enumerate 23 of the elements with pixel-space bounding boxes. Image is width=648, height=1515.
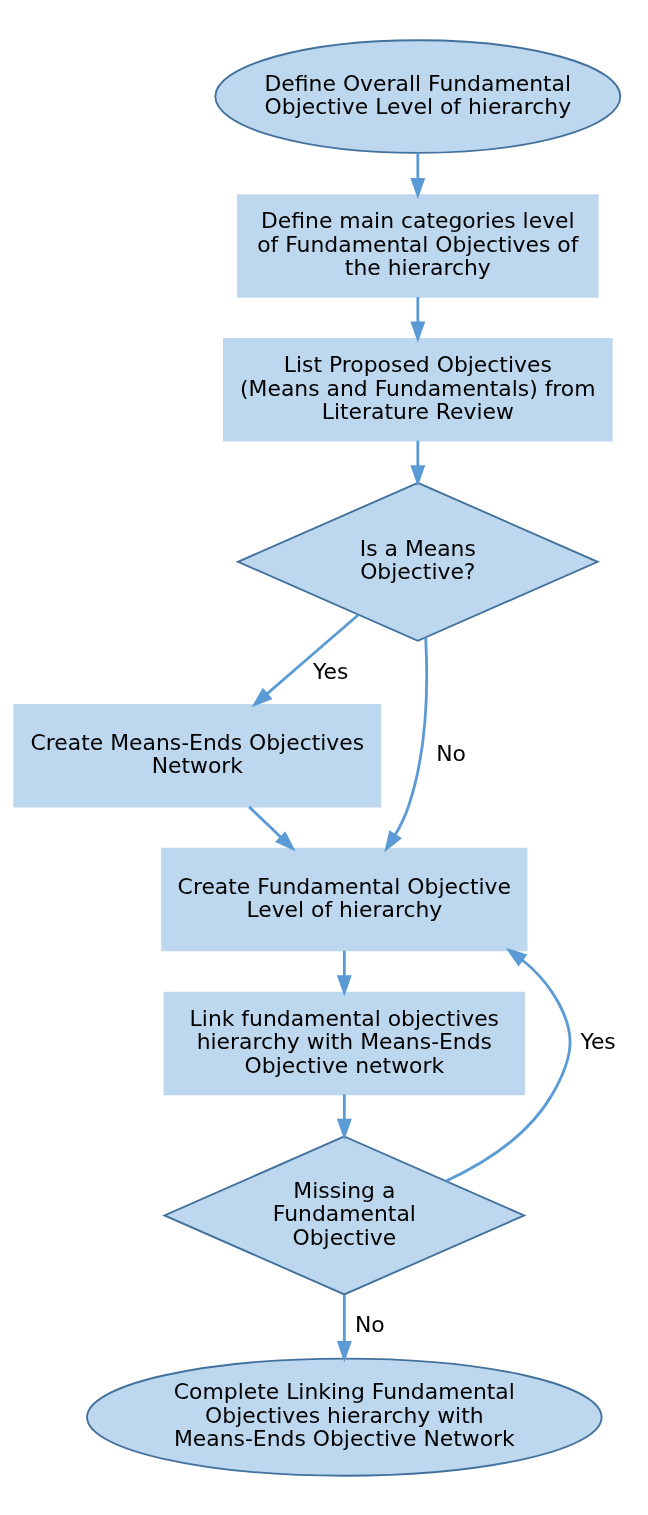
node-ellipse: Complete Linking Fundamental Objectives hierarchy with Means-Ends Objective Network	[86, 1357, 603, 1477]
node-box: Create Means-Ends Objectives Network	[13, 703, 382, 807]
edge-label: No	[436, 740, 466, 766]
edge-label: Yes	[313, 658, 349, 684]
node-box: Define main categories level of Fundamental Objectives of the hierarchy	[237, 193, 599, 298]
arrow	[336, 1093, 352, 1140]
arrow	[410, 296, 426, 343]
arrow	[251, 613, 360, 707]
arrow	[336, 1294, 352, 1362]
arrow	[410, 440, 426, 486]
node-diamond: Is a Means Objective?	[235, 481, 600, 642]
edge-label: No	[354, 1311, 385, 1337]
node-box: Link fundamental objectives hierarchy with Means-Ends Objective network	[163, 991, 526, 1095]
arrow	[445, 947, 572, 1182]
node-box: Create Fundamental Objective Level of hierarchy	[161, 847, 528, 951]
node-box: List Proposed Objectives (Means and Fundamentals) from Literature Review	[223, 337, 613, 442]
arrow	[384, 637, 429, 852]
arrow	[248, 805, 296, 851]
edge-label: Yes	[580, 1028, 616, 1054]
arrow	[336, 950, 352, 996]
arrow	[410, 152, 426, 199]
node-diamond: Missing a Fundamental Objective	[162, 1134, 527, 1295]
node-ellipse: Define Overall Fundamental Objective Level of hierarchy	[214, 38, 622, 154]
